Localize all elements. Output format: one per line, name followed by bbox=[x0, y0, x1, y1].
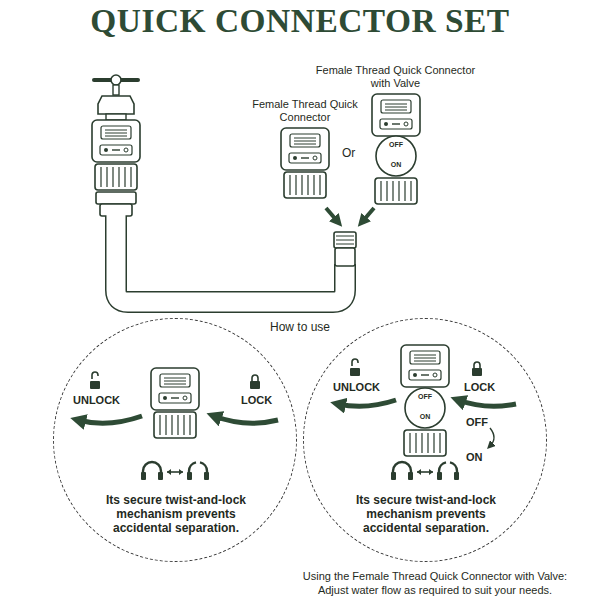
usage-circle: UNLOCK LOCK OFF ON Its secure twist-and-lock… bbox=[303, 318, 547, 562]
usage-circle: UNLOCK LOCK Its secure twist-and-lock mech… bbox=[53, 318, 297, 562]
page-title: QUICK CONNECTOR SET bbox=[0, 0, 600, 42]
drawing-path bbox=[490, 428, 494, 446]
drawing-path bbox=[78, 416, 142, 423]
drawing-path bbox=[116, 216, 345, 302]
valve-connector bbox=[372, 94, 420, 204]
drawing-use bbox=[92, 120, 140, 162]
drawing-path bbox=[98, 96, 134, 114]
drawing-circle bbox=[376, 136, 416, 176]
drawing-rect bbox=[96, 192, 136, 204]
usage-note: Its secure twist-and-lock mechanism prev… bbox=[91, 493, 261, 535]
action-label: ON bbox=[466, 451, 483, 464]
drawing-use bbox=[90, 372, 100, 389]
drawing-use bbox=[151, 368, 199, 410]
drawing-use bbox=[472, 362, 482, 376]
drawing-use bbox=[401, 345, 449, 387]
drawing-use bbox=[372, 94, 420, 136]
drawing-path bbox=[214, 416, 278, 423]
faucet bbox=[92, 75, 140, 216]
drawing-path bbox=[338, 400, 396, 406]
usage-note: Its secure twist-and-lock mechanism prev… bbox=[341, 493, 511, 535]
dial-mark: OFF bbox=[410, 393, 440, 401]
drawing-circle bbox=[405, 388, 445, 428]
garden-hose bbox=[116, 214, 356, 302]
valve-lock-illustration bbox=[338, 345, 516, 480]
action-label: LOCK bbox=[464, 381, 495, 394]
action-label: LOCK bbox=[241, 394, 272, 407]
choice-word: Or bbox=[342, 146, 355, 160]
dial-mark: ON bbox=[410, 413, 440, 421]
drawing-rect bbox=[334, 232, 356, 248]
twist-lock-illustration bbox=[78, 368, 278, 480]
dial-mark: OFF bbox=[381, 141, 411, 149]
drawing-use bbox=[284, 172, 326, 198]
drawing-path bbox=[116, 214, 345, 302]
drawing-use bbox=[154, 412, 196, 438]
usage-caption: Using the Female Thread Quick Connector … bbox=[288, 569, 582, 597]
drawing-use bbox=[375, 178, 417, 204]
drawing-use bbox=[404, 430, 446, 456]
drawing-path bbox=[336, 236, 354, 244]
section-heading: How to use bbox=[250, 320, 350, 334]
drawing-use bbox=[95, 164, 137, 190]
part-label: Female Thread Quick Connector with Valve bbox=[313, 64, 478, 90]
action-label: OFF bbox=[466, 416, 488, 429]
pointer-arrow bbox=[362, 208, 374, 222]
dial-mark: ON bbox=[381, 161, 411, 169]
drawing-use bbox=[141, 462, 209, 480]
pointer-arrow bbox=[326, 208, 338, 222]
drawing-rect bbox=[106, 114, 126, 120]
drawing-rect bbox=[113, 85, 119, 95]
action-label: UNLOCK bbox=[73, 394, 120, 407]
drawing-rect bbox=[335, 248, 355, 266]
drawing-use bbox=[391, 462, 459, 480]
female-connector bbox=[281, 128, 329, 198]
part-label: Female Thread Quick Connector bbox=[246, 98, 364, 124]
drawing-path bbox=[458, 400, 516, 406]
drawing-use bbox=[350, 359, 360, 376]
action-label: UNLOCK bbox=[333, 381, 380, 394]
drawing-use bbox=[281, 128, 329, 170]
drawing-use bbox=[250, 375, 260, 389]
drawing-circle bbox=[111, 75, 121, 85]
